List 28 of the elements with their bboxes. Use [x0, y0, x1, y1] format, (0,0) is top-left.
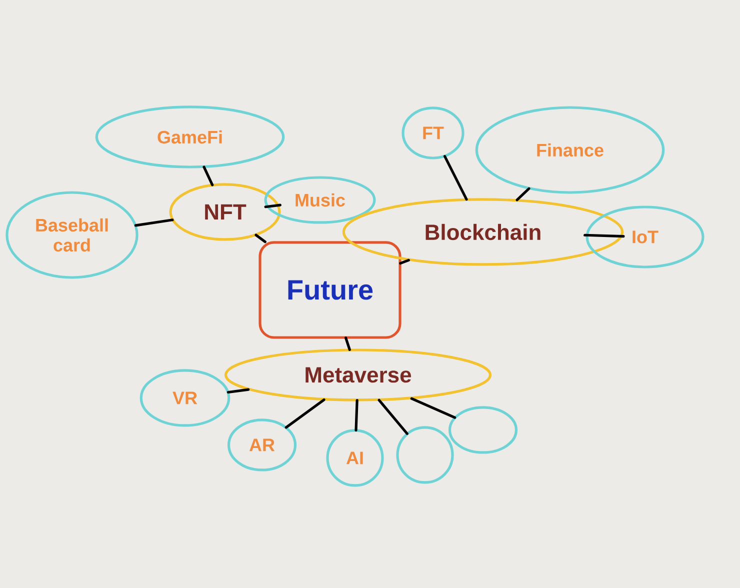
connector-line [284, 398, 326, 429]
subtopic-bubble: Music [264, 176, 376, 224]
subtopic-bubble: Baseball card [6, 191, 138, 279]
subtopic-bubble: AI [326, 429, 384, 487]
connector-line [354, 398, 358, 432]
subtopic-bubble: GameFi [95, 106, 285, 168]
connector-line [202, 166, 214, 186]
connector-line [443, 155, 468, 201]
connector-line [264, 204, 282, 208]
connector-line [410, 397, 456, 419]
subtopic-bubble: AR [227, 418, 297, 472]
subtopic-bubble: VR [140, 369, 230, 427]
central-topic-box: Future [258, 241, 402, 339]
connector-line [378, 398, 408, 435]
connector-line [134, 218, 174, 227]
subtopic-bubble: IoT [586, 206, 704, 268]
empty-bubble [448, 406, 518, 454]
empty-bubble [396, 426, 454, 484]
topic-bubble: Metaverse [224, 348, 492, 402]
topic-bubble: NFT [169, 183, 281, 241]
connector-line [344, 336, 351, 351]
connector-line [226, 388, 250, 394]
connector-line [399, 258, 410, 265]
connector-line [254, 234, 266, 244]
connector-line [516, 187, 530, 202]
subtopic-bubble: FT [402, 106, 464, 160]
subtopic-bubble: Finance [475, 106, 665, 194]
connector-line [584, 234, 625, 238]
